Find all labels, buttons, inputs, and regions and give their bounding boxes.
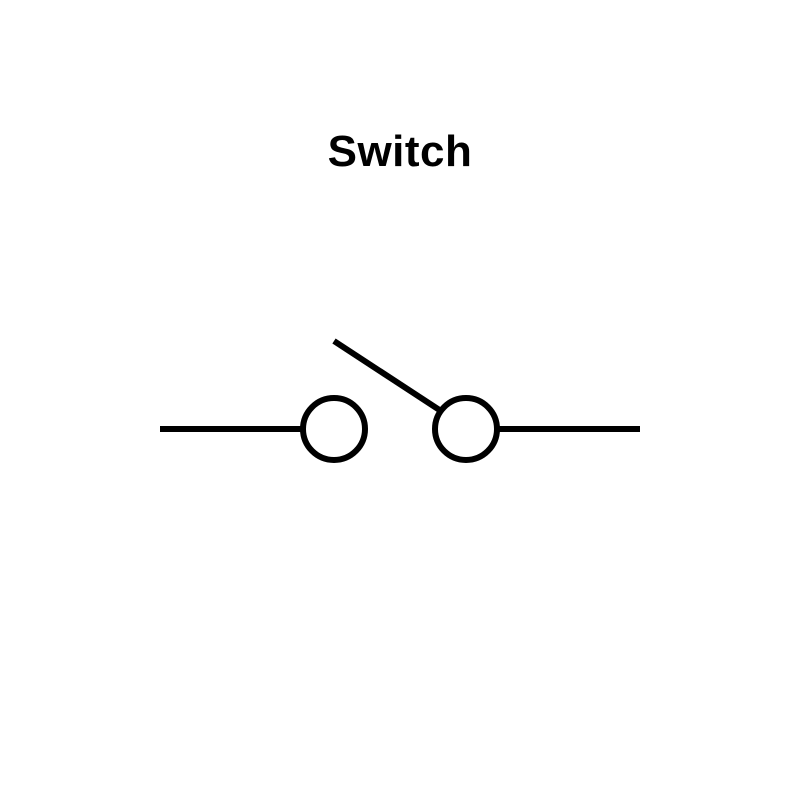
diagram-title: Switch bbox=[327, 127, 473, 176]
right-terminal-contact bbox=[432, 395, 500, 463]
switch-lever-arm bbox=[332, 338, 443, 414]
left-terminal-contact bbox=[300, 395, 368, 463]
